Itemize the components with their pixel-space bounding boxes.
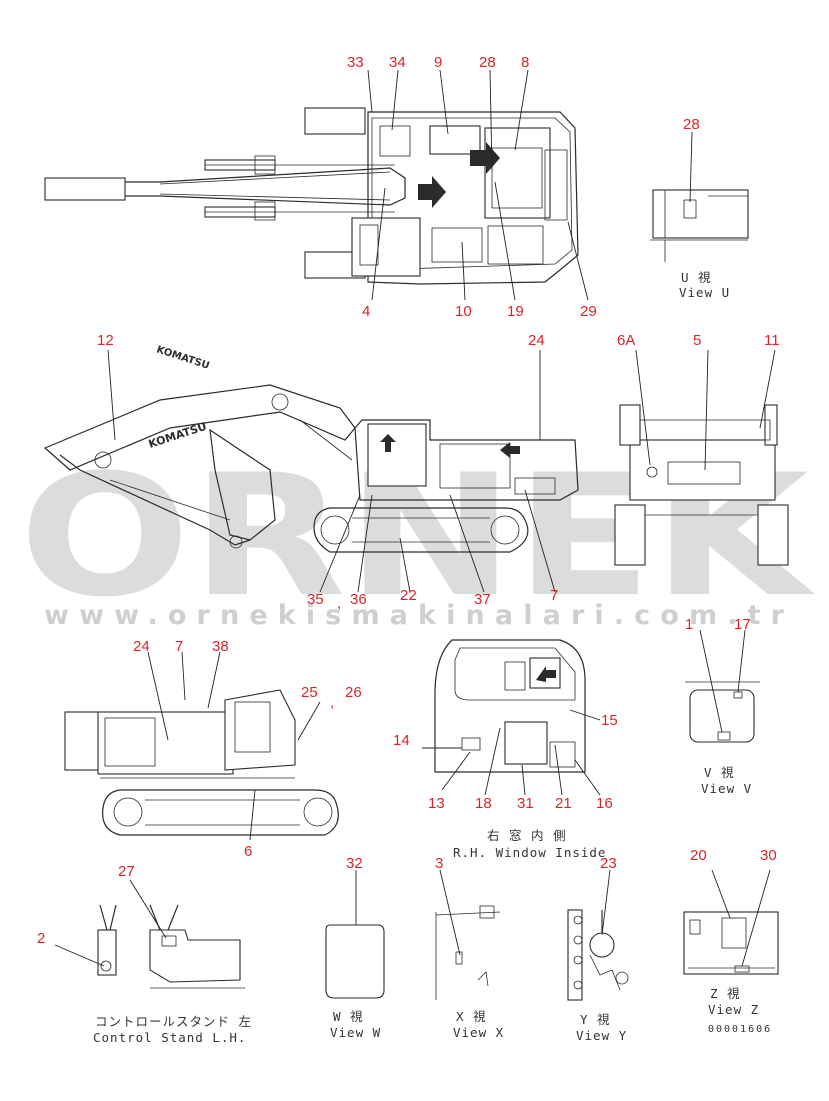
view-captions: U 視 View U V 視 View V 右 窓 内 側 R.H. Windo… <box>93 270 772 1045</box>
callout-comma-2: , <box>330 694 334 711</box>
callout-7-b: 7 <box>175 638 183 655</box>
callout-28: 28 <box>479 54 496 71</box>
callout-14: 14 <box>393 732 410 749</box>
view-u-caption-en: View U <box>679 285 730 300</box>
callout-3: 3 <box>435 855 443 872</box>
callout-18: 18 <box>475 795 492 812</box>
callout-5: 5 <box>693 332 701 349</box>
callout-16: 16 <box>596 795 613 812</box>
callout-10: 10 <box>455 303 472 320</box>
callout-1: 1 <box>685 616 693 633</box>
view-x-drawing <box>435 869 501 1000</box>
callout-15: 15 <box>601 712 618 729</box>
view-u-caption-ja: U 視 <box>681 270 712 285</box>
callout-6a: 6A <box>617 332 635 349</box>
callout-30: 30 <box>760 847 777 864</box>
view-u-drawing <box>650 131 749 262</box>
callout-36: 36 <box>350 591 367 608</box>
view-y-drawing <box>567 869 629 1001</box>
callout-8: 8 <box>521 54 529 71</box>
view-w-caption-ja: W 視 <box>333 1009 364 1024</box>
callout-27: 27 <box>118 863 135 880</box>
callout-20: 20 <box>690 847 707 864</box>
top-view-drawing <box>44 107 579 285</box>
view-z-drawing <box>683 869 779 975</box>
view-w-caption-en: View W <box>330 1025 381 1040</box>
callout-12: 12 <box>97 332 114 349</box>
view-x-caption-ja: X 視 <box>456 1009 487 1024</box>
callout-17: 17 <box>734 616 751 633</box>
callout-29: 29 <box>580 303 597 320</box>
callout-2: 2 <box>37 930 45 947</box>
callout-7: 7 <box>550 587 558 604</box>
callout-28-u: 28 <box>683 116 700 133</box>
rh-window-caption-en: R.H. Window Inside <box>453 845 606 860</box>
left-side-view-drawing <box>64 651 339 841</box>
view-y-caption-ja: Y 視 <box>580 1012 611 1027</box>
side-view-leaders <box>107 349 556 593</box>
callout-19: 19 <box>507 303 524 320</box>
view-z-caption-en: View Z <box>708 1002 759 1017</box>
callout-9: 9 <box>434 54 442 71</box>
callout-33: 33 <box>347 54 364 71</box>
control-stand-caption-en: Control Stand L.H. <box>93 1030 246 1045</box>
callout-numbers: 33 34 9 28 8 4 10 19 29 28 12 24 6A 5 11… <box>37 54 780 947</box>
callout-26: 26 <box>345 684 362 701</box>
callout-22: 22 <box>400 587 417 604</box>
callout-11: 11 <box>764 332 780 349</box>
rear-view-drawing <box>614 349 789 566</box>
callout-24-b: 24 <box>133 638 150 655</box>
control-stand-drawing <box>54 879 245 989</box>
callout-38: 38 <box>212 638 229 655</box>
callout-comma-1: , <box>337 595 341 612</box>
callout-34: 34 <box>389 54 406 71</box>
arm-logo: KOMATSU <box>155 344 211 371</box>
callout-13: 13 <box>428 795 445 812</box>
view-v-caption-en: View V <box>701 781 752 796</box>
top-view-leaders <box>367 69 589 301</box>
rh-window-caption-ja: 右 窓 内 側 <box>487 828 567 843</box>
view-y-caption-en: View Y <box>576 1028 627 1043</box>
callout-23: 23 <box>600 855 617 872</box>
callout-4: 4 <box>362 303 370 320</box>
callout-35: 35 <box>307 591 324 608</box>
view-v-caption-ja: V 視 <box>704 765 735 780</box>
view-w-drawing <box>325 870 385 999</box>
view-z-caption-ja: Z 視 <box>710 986 741 1001</box>
view-x-caption-en: View X <box>453 1025 504 1040</box>
callout-25: 25 <box>301 684 318 701</box>
callout-32: 32 <box>346 855 363 872</box>
drawing-code: 00001606 <box>708 1024 772 1035</box>
callout-21: 21 <box>555 795 572 812</box>
view-v-drawing <box>685 629 760 743</box>
callout-37: 37 <box>474 591 491 608</box>
callout-24: 24 <box>528 332 545 349</box>
rh-window-drawing <box>422 639 601 796</box>
control-stand-caption-ja: コントロールスタンド 左 <box>95 1014 252 1029</box>
callout-6: 6 <box>244 843 252 860</box>
callout-31: 31 <box>517 795 534 812</box>
